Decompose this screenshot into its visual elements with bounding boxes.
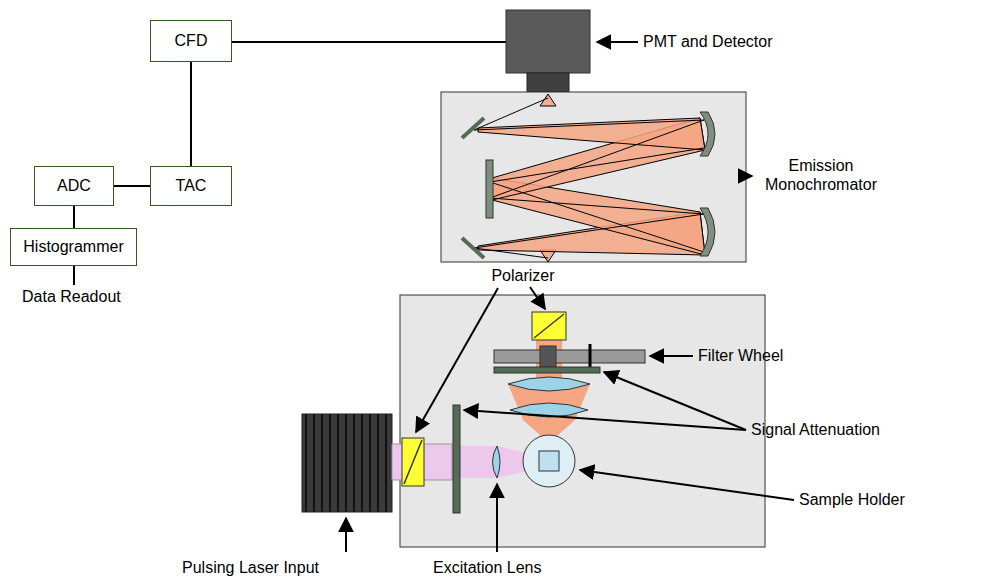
process-box: TAC bbox=[150, 166, 232, 206]
cuvette bbox=[539, 451, 559, 471]
monochromator-rays bbox=[474, 98, 704, 258]
emission-polarizer bbox=[532, 312, 566, 340]
part-label: Excitation Lens bbox=[433, 558, 542, 577]
monochromator-housing bbox=[441, 92, 746, 262]
filter-wheel bbox=[494, 350, 645, 363]
signal-connector bbox=[73, 206, 75, 228]
readout-wire bbox=[73, 266, 75, 285]
signal-wire bbox=[232, 41, 506, 43]
part-label: Filter Wheel bbox=[698, 346, 783, 365]
part-label: Pulsing Laser Input bbox=[182, 558, 319, 577]
box-label: TAC bbox=[176, 177, 207, 195]
emission-lens bbox=[508, 377, 590, 391]
process-box: CFD bbox=[150, 20, 232, 62]
box-label: CFD bbox=[175, 32, 208, 50]
excitation-lens bbox=[493, 446, 501, 478]
process-box: Histogrammer bbox=[10, 228, 137, 266]
grating bbox=[486, 160, 493, 218]
leader-arrow bbox=[346, 42, 794, 552]
part-label: Emission Monochromator bbox=[756, 156, 886, 194]
pulsing-laser bbox=[302, 414, 392, 512]
concave-mirror bbox=[700, 112, 715, 156]
box-label: Histogrammer bbox=[23, 238, 123, 256]
pmt-window bbox=[527, 73, 569, 92]
attenuator-plate bbox=[453, 405, 460, 513]
mirror bbox=[462, 118, 484, 138]
part-label: Data Readout bbox=[22, 287, 121, 306]
mirror bbox=[462, 238, 484, 258]
concave-mirror bbox=[700, 208, 715, 256]
signal-connector bbox=[190, 62, 192, 166]
box-label: ADC bbox=[57, 177, 91, 195]
sample-holder bbox=[523, 435, 575, 487]
part-label: Signal Attenuation bbox=[751, 420, 880, 439]
part-label: Sample Holder bbox=[799, 490, 905, 509]
signal-connector bbox=[114, 185, 150, 187]
excitation-polarizer bbox=[402, 438, 424, 486]
attenuator-plate bbox=[494, 367, 600, 373]
part-label: Polarizer bbox=[487, 266, 559, 285]
pmt-detector bbox=[506, 10, 590, 73]
part-label: PMT and Detector bbox=[643, 32, 773, 51]
process-box: ADC bbox=[34, 166, 114, 206]
sample-compartment bbox=[400, 295, 765, 547]
monochromator-beam bbox=[478, 94, 705, 262]
